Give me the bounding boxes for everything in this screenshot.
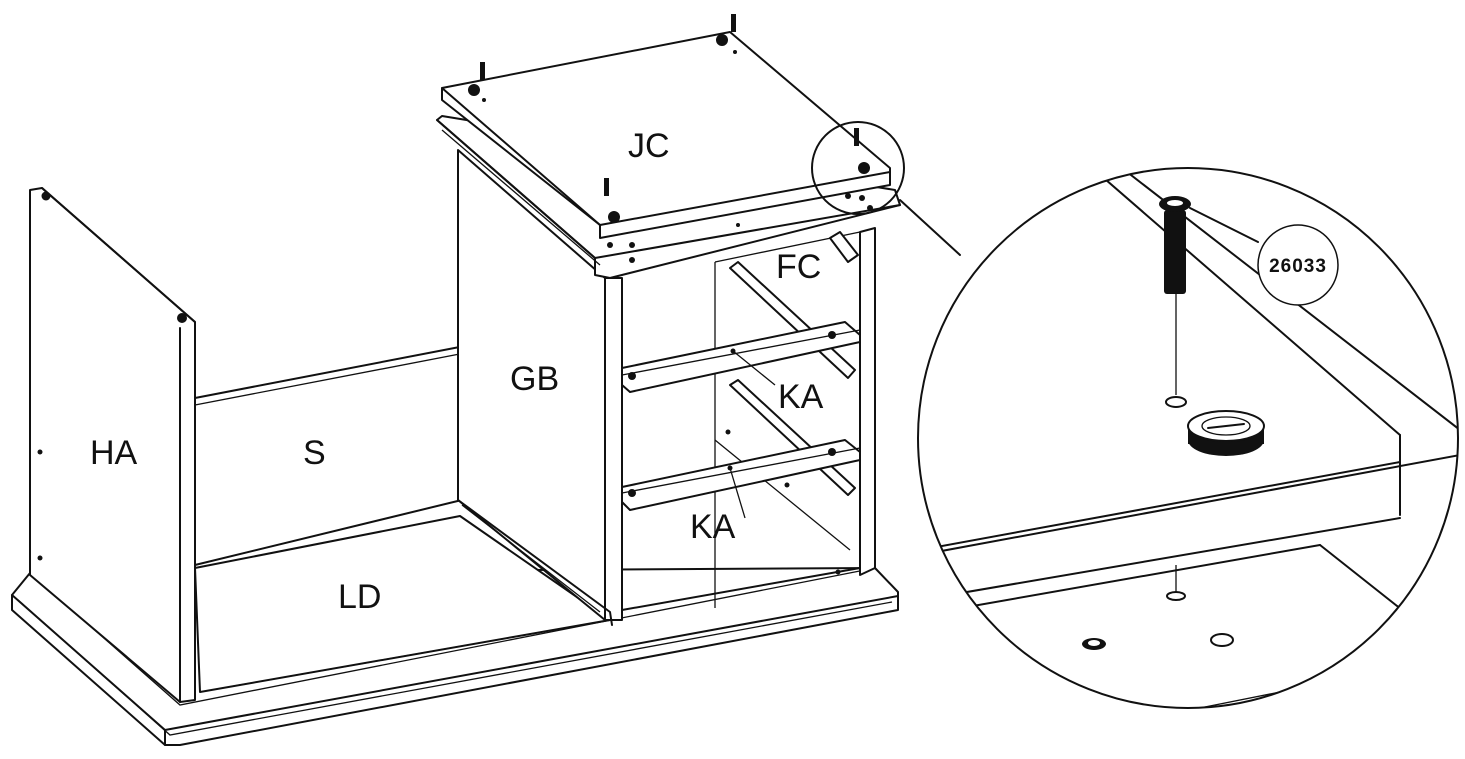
shelf-ka-lower xyxy=(621,429,861,511)
top-panel-jc xyxy=(441,31,891,239)
cam-lock-icon xyxy=(1187,410,1265,456)
pin-icon xyxy=(604,178,609,196)
detail-source-circle xyxy=(811,121,961,256)
label-ha: HA xyxy=(90,434,138,472)
leader-ka-lower xyxy=(729,467,746,519)
pin-icon xyxy=(480,62,485,80)
detail-view xyxy=(917,167,1459,709)
leader-ka-upper xyxy=(732,350,776,386)
hardware-callout: 26033 xyxy=(1257,224,1339,306)
label-ka-upper: KA xyxy=(778,378,824,416)
label-ka-lower: KA xyxy=(690,508,736,546)
label-s: S xyxy=(303,434,326,472)
label-jc: JC xyxy=(628,127,670,165)
pin-icon xyxy=(731,14,736,32)
rail-upper-rear xyxy=(829,231,859,263)
label-fc: FC xyxy=(776,248,821,286)
screw-icon xyxy=(1159,196,1191,395)
label-gb: GB xyxy=(510,360,559,398)
side-panel-ha xyxy=(29,187,196,703)
hardware-part-number: 26033 xyxy=(1269,256,1327,277)
pin-icon xyxy=(854,128,859,146)
connector-pins xyxy=(480,14,859,196)
label-ld: LD xyxy=(338,578,381,616)
